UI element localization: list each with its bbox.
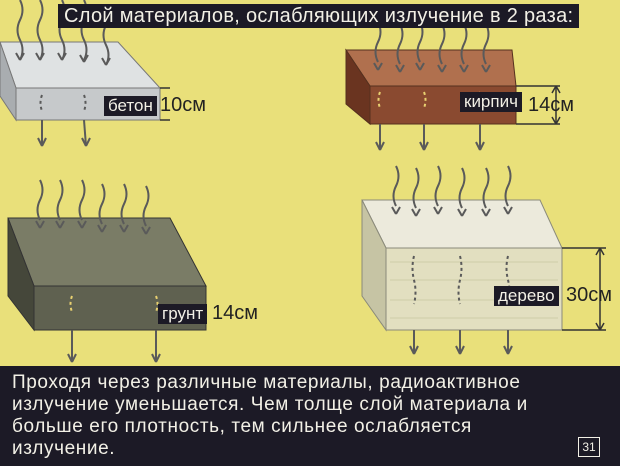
soil-rays <box>35 179 151 235</box>
page-title: Слой материалов, ослабляющих излучение в… <box>58 4 580 28</box>
caption-panel: Проходя через различные материалы, радио… <box>0 366 620 466</box>
concrete-label: бетон <box>104 96 157 116</box>
concrete-out-rays <box>37 94 91 147</box>
frame-number: 31 <box>578 437 600 457</box>
brick-thickness: 14см <box>528 94 574 116</box>
brick-label: кирпич <box>460 92 522 112</box>
brick-out-rays <box>375 91 485 151</box>
soil-out-rays <box>67 295 161 363</box>
wood-out-rays <box>409 255 513 355</box>
soil-label: грунт <box>158 304 208 324</box>
wood-rays <box>391 165 513 217</box>
wood-block <box>361 199 563 332</box>
wood-label: дерево <box>494 286 559 306</box>
soil-thickness: 14см <box>212 302 258 324</box>
wood-thickness: 30см <box>566 284 612 306</box>
caption-text: Проходя через различные материалы, радио… <box>12 372 528 459</box>
concrete-thickness: 10см <box>160 94 206 116</box>
brick-block <box>345 48 517 126</box>
